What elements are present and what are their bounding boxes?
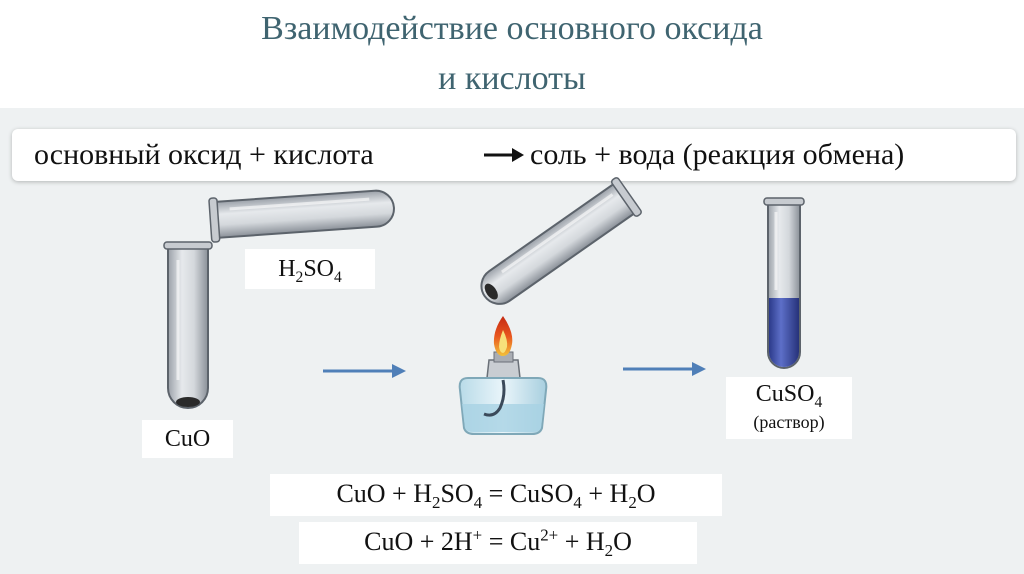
test-tube-icon-acid <box>208 189 395 243</box>
scheme-products: соль + вода (реакция обмена) <box>530 138 905 171</box>
label-cuso4-formula: CuSO4 <box>755 381 823 411</box>
process-arrow-icon-2 <box>623 362 706 376</box>
molecular-equation: CuO + H2SO4 = CuSO4 + H2O <box>270 474 722 516</box>
test-tube-icon-cuso4 <box>763 197 805 369</box>
general-scheme-bar: основный оксид + кислота соль + вода (ре… <box>12 129 1016 181</box>
page-title: Взаимодействие основного оксида и кислот… <box>0 4 1024 104</box>
process-arrow-icon-1 <box>323 364 406 378</box>
scheme-reactants: основный оксид + кислота <box>34 138 374 171</box>
label-cuso4-note: (раствор) <box>753 412 825 432</box>
label-h2so4: H2SO4 <box>245 249 375 289</box>
test-tube-icon-heating <box>480 177 642 305</box>
title-line-2: и кислоты <box>438 60 586 97</box>
test-tube-icon-cuo <box>163 241 213 409</box>
title-line-1: Взаимодействие основного оксида <box>261 10 763 47</box>
spirit-lamp-icon <box>458 351 548 435</box>
ionic-equation: CuO + 2H+ = Cu2+ + H2O <box>299 522 697 564</box>
flame-icon <box>493 316 513 356</box>
label-cuo: CuO <box>142 420 233 458</box>
label-cuso4: CuSO4 (раствор) <box>726 377 852 439</box>
reaction-arrow-icon <box>484 148 524 162</box>
